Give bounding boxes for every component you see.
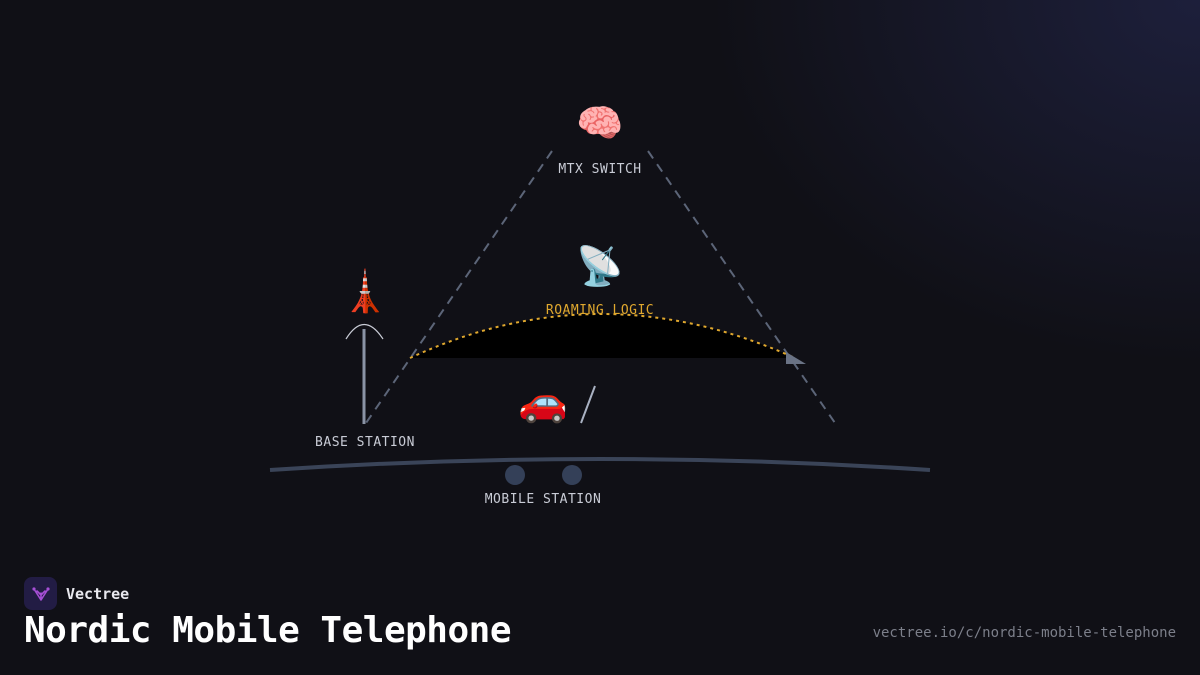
car-icon: 🚗 [518,379,568,425]
brand-name: Vectree [66,584,130,603]
satellite-dish-icon: 📡 [576,244,624,288]
antenna-signal-arc [345,323,384,340]
brand: Vectree [24,577,129,610]
car-antenna [580,385,596,424]
wheel-left [505,465,525,485]
road-line [269,457,931,472]
roaming-arrow-head [786,352,806,364]
vectree-logo-icon [24,577,57,610]
roaming-arc [409,313,796,359]
page-title: Nordic Mobile Telephone [24,610,512,651]
base-station-label: BASE STATION [315,435,415,450]
roaming-logic-label: ROAMING LOGIC [545,303,655,318]
wheel-right [562,465,582,485]
mtx-switch-label: MTX SWITCH [558,162,642,177]
page-url[interactable]: vectree.io/c/nordic-mobile-telephone [872,625,1176,641]
mobile-station-label: MOBILE STATION [484,492,602,507]
brain-icon: 🧠 [576,101,624,145]
roaming-arc-fill [410,314,795,358]
tower-icon: 🗼 [340,269,390,315]
dashed-link-left [365,150,553,424]
dashed-link-right [647,150,836,424]
